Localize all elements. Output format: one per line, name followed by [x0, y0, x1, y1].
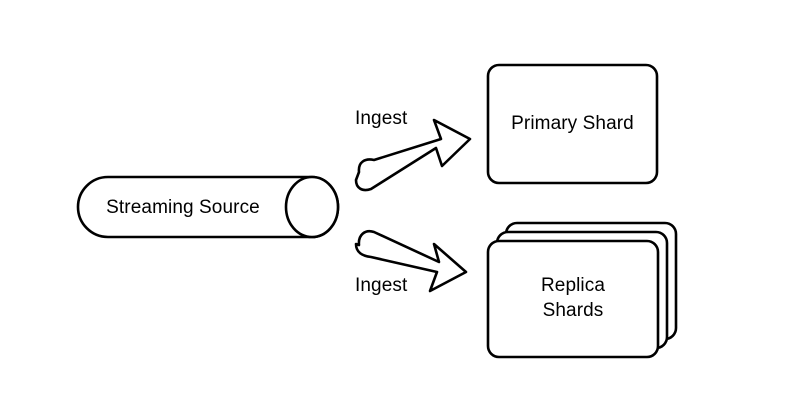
edge-ingest-replica-arrow[interactable] — [354, 229, 468, 293]
replica-label-line-1: Replica — [540, 275, 606, 296]
edge-label-ingest-primary: Ingest — [355, 108, 408, 129]
replica-label-line-2: Shards — [542, 300, 604, 321]
node-label-streaming-source: Streaming Source — [106, 197, 260, 218]
node-replica-shards-shape[interactable] — [486, 221, 678, 359]
node-streaming-source-shape[interactable] — [76, 175, 340, 239]
block-arrow-down-right — [354, 229, 468, 293]
replica-shard-layer-1 — [486, 239, 660, 359]
node-primary-shard-shape[interactable] — [486, 63, 659, 185]
cylinder-cap-ellipse — [284, 175, 340, 239]
node-label-primary-shard: Primary Shard — [511, 113, 634, 134]
primary-shard-rect — [486, 63, 659, 185]
edge-label-ingest-replica: Ingest — [355, 275, 408, 296]
block-arrow-up-right — [354, 118, 472, 192]
edge-ingest-primary-arrow[interactable] — [354, 118, 472, 192]
